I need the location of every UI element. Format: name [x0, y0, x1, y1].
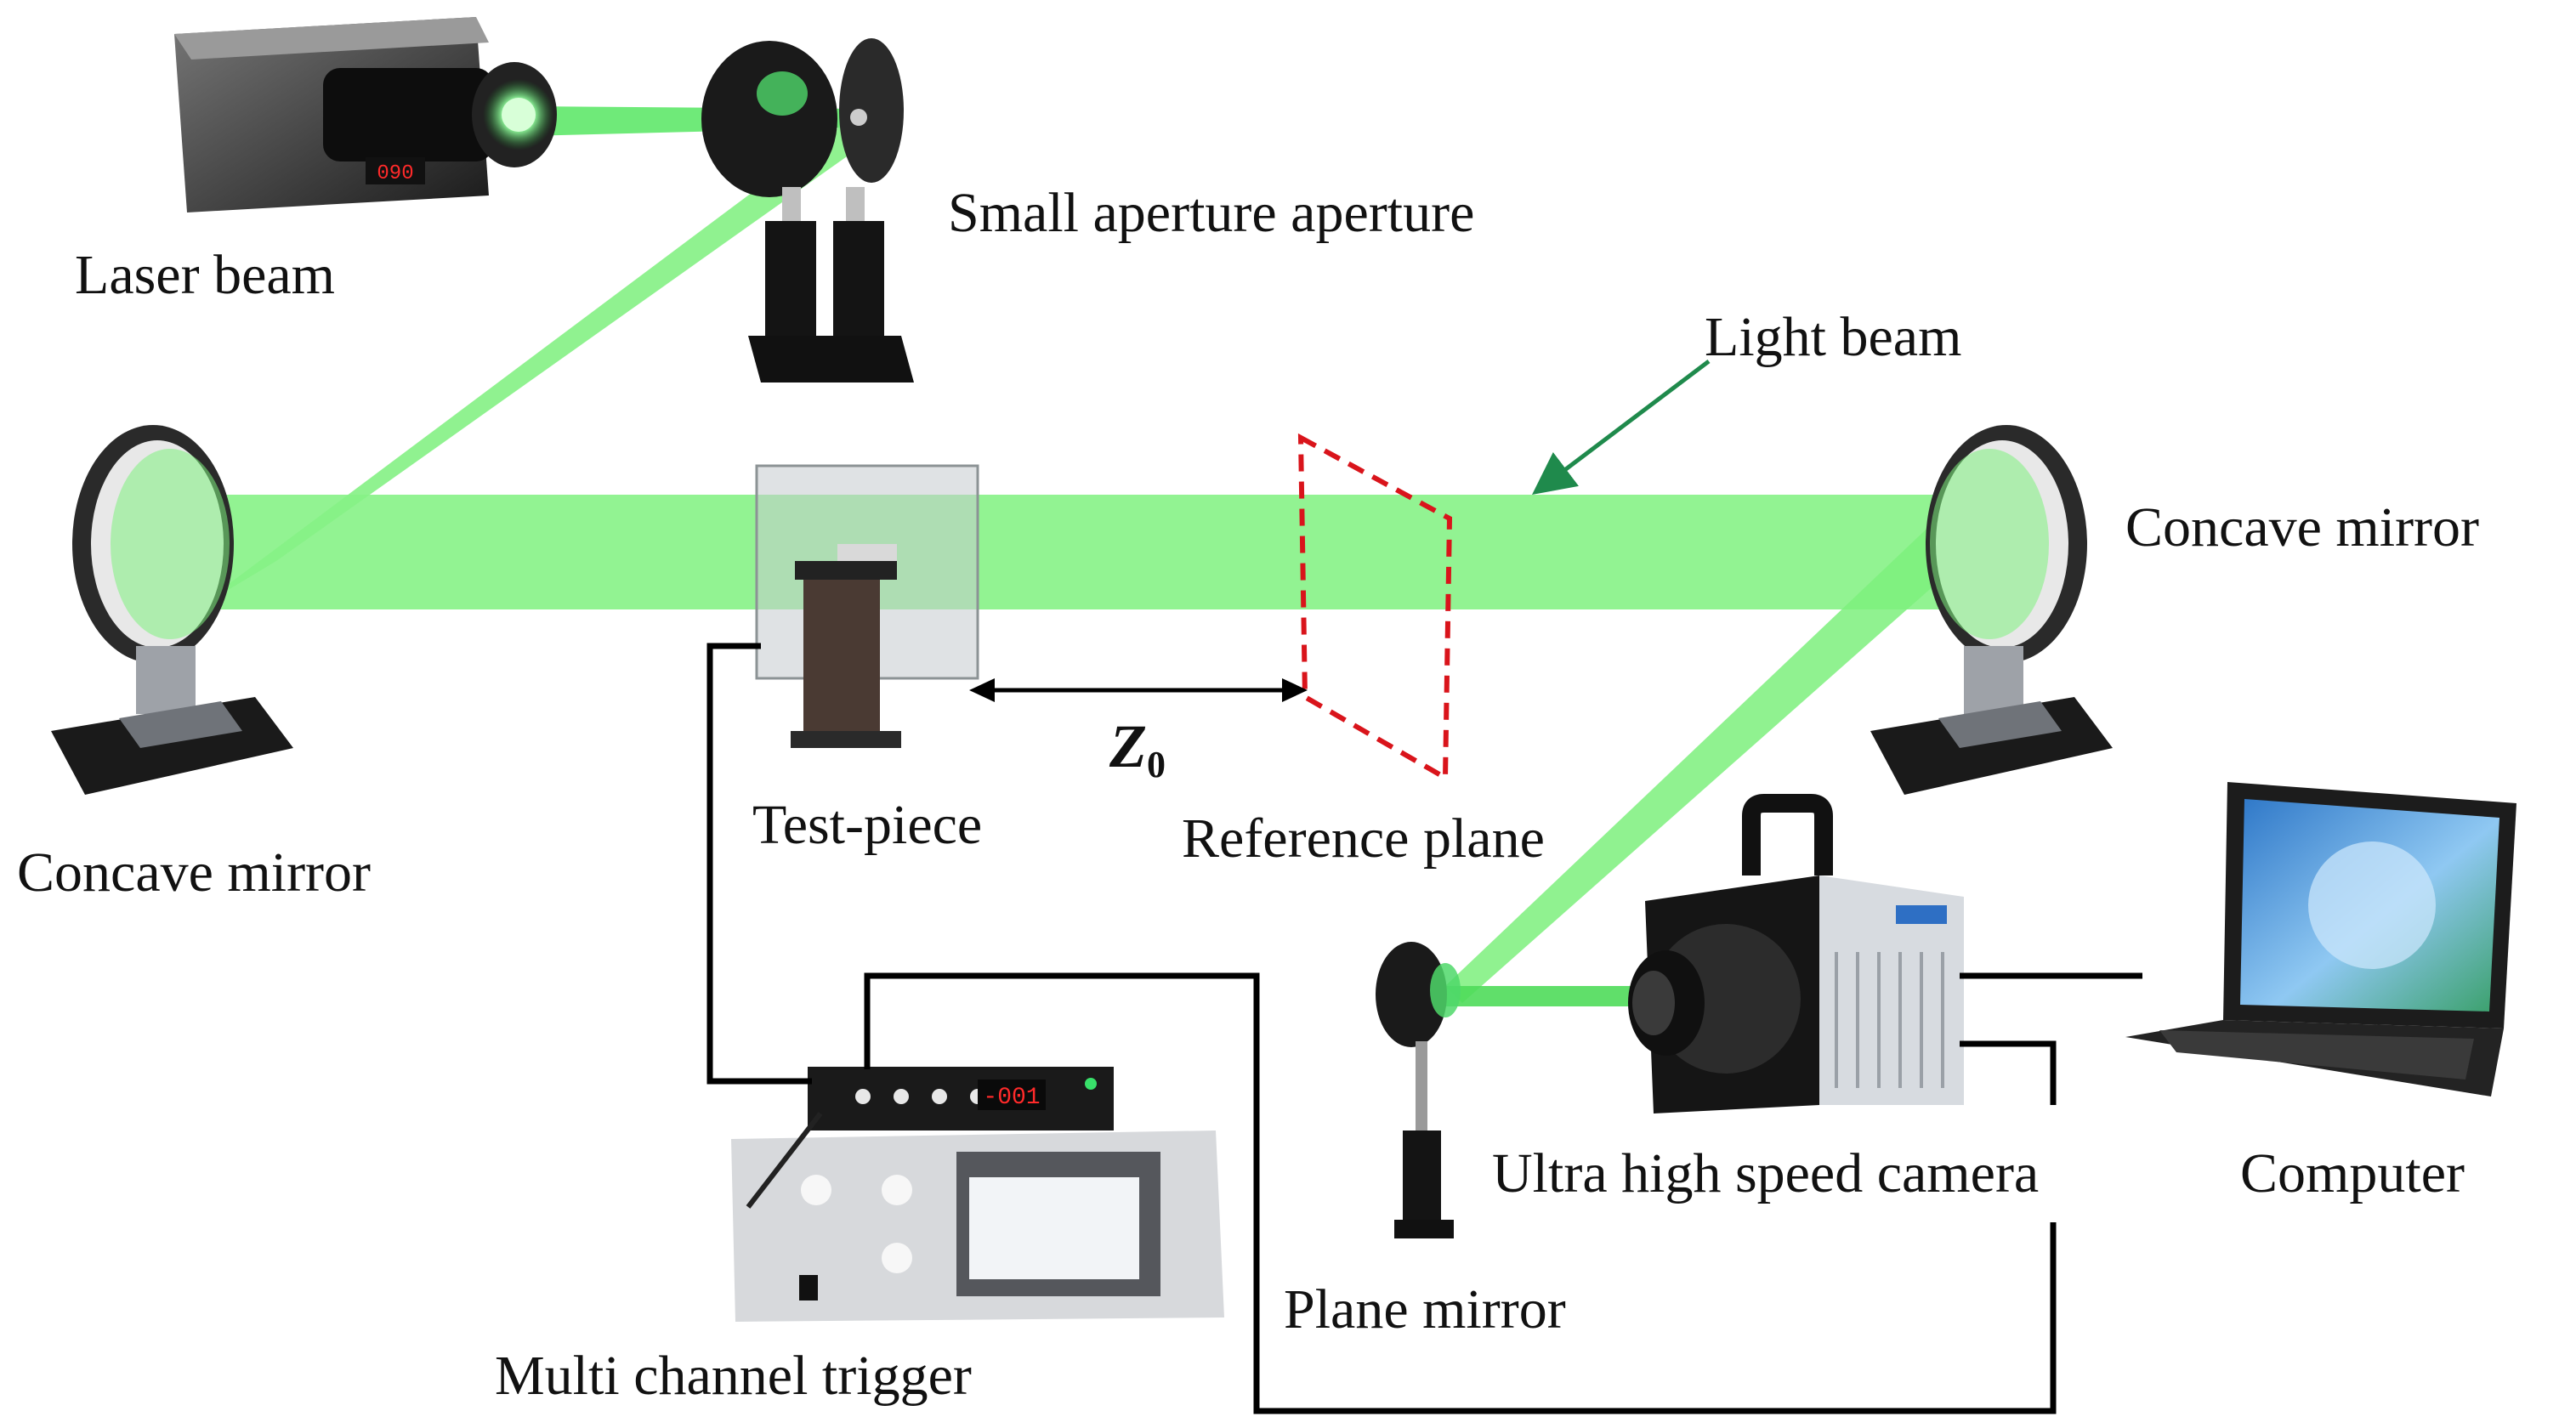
label-light-beam: Light beam: [1705, 306, 1961, 368]
multi-channel-trigger-device: -001: [731, 1067, 1224, 1322]
plane-mirror-device: [1376, 942, 1461, 1238]
signal-wires: [706, 643, 2142, 1414]
aperture-mount: [701, 38, 914, 382]
label-concave-mirror-right: Concave mirror: [2125, 496, 2479, 558]
wire-camera-side: [1960, 1040, 2057, 1105]
label-z0-main: Z: [1109, 712, 1147, 780]
beam-aperture-to-left-mirror: [191, 119, 876, 612]
beam-right-mirror-to-plane-mirror: [1445, 502, 1981, 1003]
wire-test-piece-to-trigger: [706, 643, 812, 1085]
beam-main-collimated: [196, 495, 1989, 609]
label-ultra-high-speed-camera: Ultra high speed camera: [1492, 1142, 2039, 1204]
label-test-piece: Test-piece: [752, 794, 982, 856]
label-concave-mirror-left: Concave mirror: [17, 842, 371, 904]
right-concave-mirror: [1870, 425, 2113, 795]
label-reference-plane: Reference plane: [1182, 808, 1545, 870]
label-z0-sub: 0: [1147, 744, 1166, 785]
wire-trigger-to-camera: [864, 972, 2057, 1414]
label-small-aperture: Small aperture aperture: [948, 182, 1474, 244]
label-plane-mirror: Plane mirror: [1284, 1278, 1566, 1340]
test-piece-device: [755, 464, 979, 748]
label-computer: Computer: [2240, 1142, 2465, 1204]
trigger-display-readout: -001: [983, 1085, 1040, 1111]
light-beam-pointer: [1532, 360, 1711, 496]
high-speed-camera-device: [1628, 794, 1964, 1114]
left-concave-mirror: [51, 425, 293, 795]
laptop-device: [2125, 782, 2516, 1096]
beam-plane-mirror-to-camera: [1445, 986, 1649, 1006]
label-laser-beam: Laser beam: [75, 244, 335, 306]
reference-plane: [1297, 433, 1453, 783]
laser-display-readout: 090: [377, 162, 413, 185]
z0-distance-arrow: [969, 678, 1308, 702]
laser-device: 090: [174, 17, 557, 212]
label-z0: Z0: [1109, 712, 1166, 785]
label-multi-channel-trigger: Multi channel trigger: [495, 1345, 972, 1407]
beam-paths: [191, 106, 1989, 1006]
